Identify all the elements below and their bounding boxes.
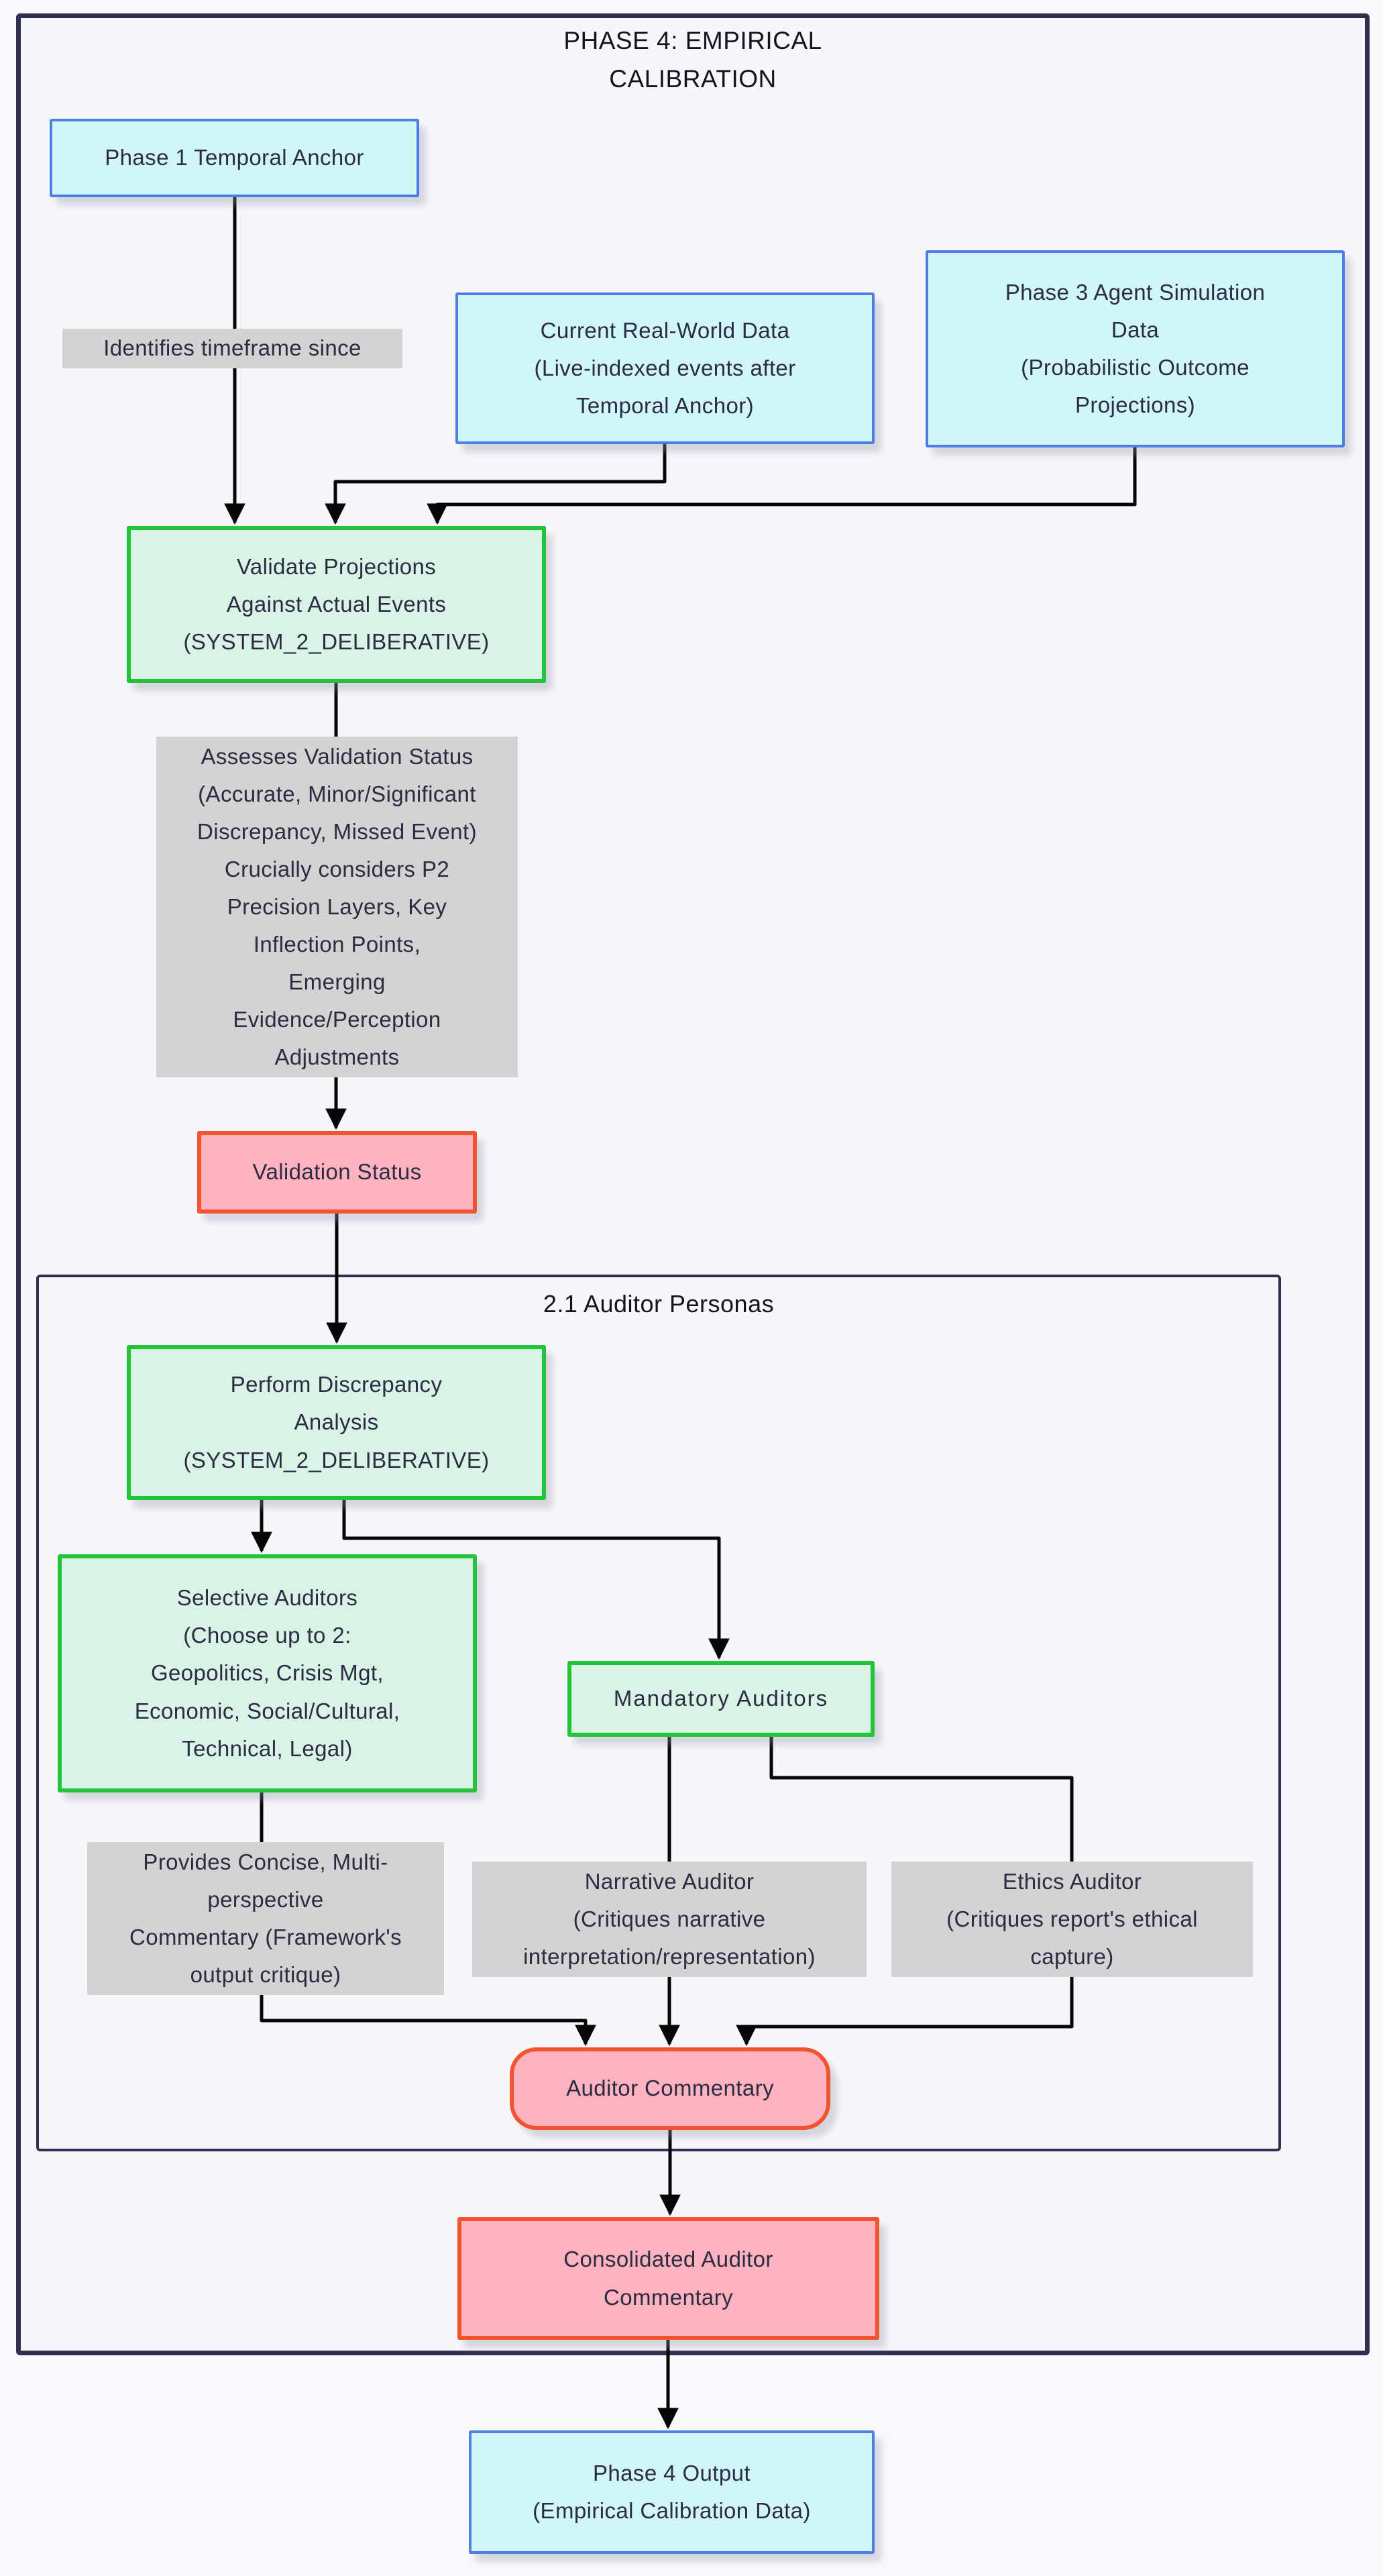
auditor-personas-group-box [36, 1275, 1281, 2151]
node-current-real-world-data: Current Real-World Data (Live-indexed ev… [455, 292, 875, 444]
node-phase4-output: Phase 4 Output (Empirical Calibration Da… [469, 2430, 875, 2554]
node-selective-auditors: Selective Auditors (Choose up to 2: Geop… [58, 1554, 477, 1792]
node-auditor-commentary: Auditor Commentary [510, 2047, 830, 2130]
edge-label-provides-concise: Provides Concise, Multi- perspective Com… [87, 1842, 444, 1995]
node-perform-discrepancy-analysis: Perform Discrepancy Analysis (SYSTEM_2_D… [127, 1345, 546, 1500]
node-validation-status: Validation Status [197, 1131, 477, 1214]
edge-label-narrative-auditor: Narrative Auditor (Critiques narrative i… [472, 1862, 867, 1977]
edge-currentdata-to-validate [325, 444, 667, 525]
edge-phase3-to-validate [427, 447, 1137, 525]
node-phase1-temporal-anchor: Phase 1 Temporal Anchor [50, 119, 419, 197]
node-validate-projections: Validate Projections Against Actual Even… [127, 526, 546, 683]
node-mandatory-auditors: Mandatory Auditors [567, 1661, 875, 1737]
phase4-group-title: PHASE 4: EMPIRICAL CALIBRATION [563, 27, 822, 93]
edge-perform-to-mandatory [342, 1500, 730, 1660]
edge-label-assesses-validation: Assesses Validation Status (Accurate, Mi… [156, 737, 518, 1077]
node-phase3-agent-simulation-data: Phase 3 Agent Simulation Data (Probabili… [926, 250, 1345, 447]
auditor-personas-group-title: 2.1 Auditor Personas [543, 1290, 775, 1318]
node-consolidated-auditor-commentary: Consolidated Auditor Commentary [457, 2217, 879, 2340]
edge-label-identifies-timeframe: Identifies timeframe since [62, 329, 402, 368]
edge-label-ethics-auditor: Ethics Auditor (Critiques report's ethic… [891, 1862, 1253, 1977]
